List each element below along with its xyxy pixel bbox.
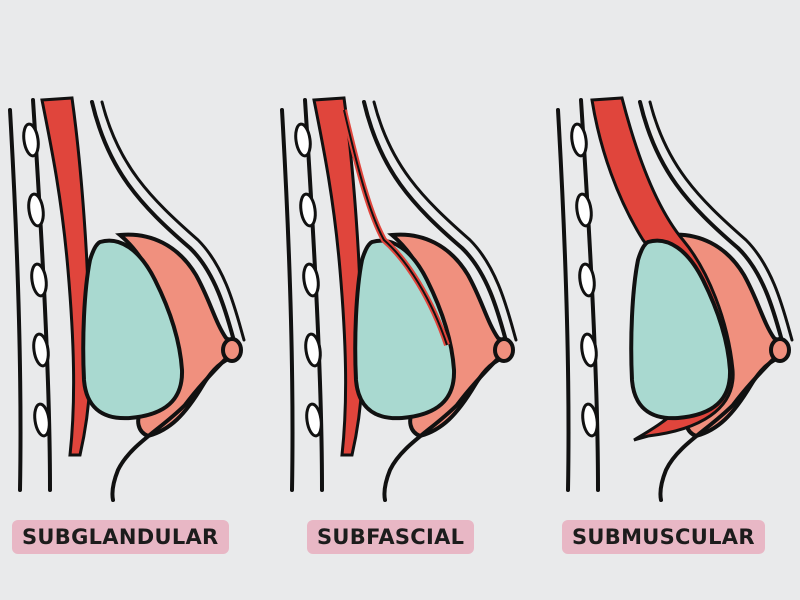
label-subglandular: SUBGLANDULAR	[12, 520, 229, 554]
panel-subglandular	[10, 98, 244, 500]
label-subfascial: SUBFASCIAL	[307, 520, 474, 554]
label-submuscular: SUBMUSCULAR	[562, 520, 765, 554]
panel-submuscular	[558, 98, 792, 500]
panel-subfascial	[282, 98, 516, 500]
